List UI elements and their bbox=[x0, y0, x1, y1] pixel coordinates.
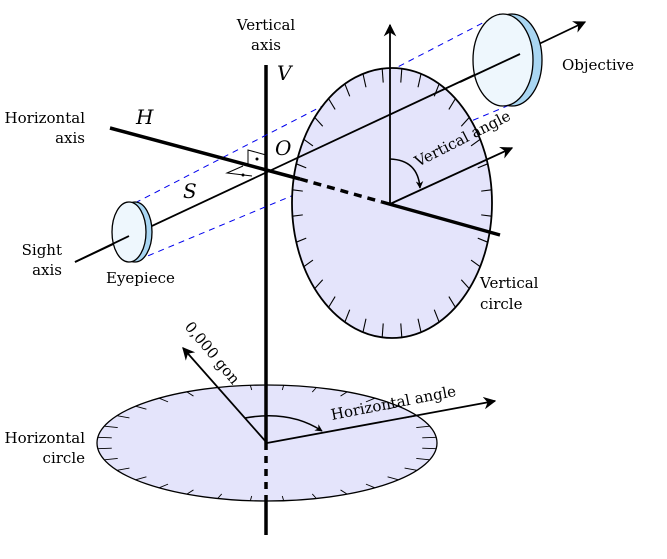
tick-mark bbox=[460, 279, 470, 290]
eyepiece-label: Eyepiece bbox=[106, 269, 175, 287]
vertical-angle-arc bbox=[389, 158, 424, 189]
objective-label: Objective bbox=[562, 56, 634, 74]
o-symbol: O bbox=[275, 136, 291, 160]
tick-mark bbox=[417, 73, 422, 88]
tick-mark bbox=[417, 318, 422, 333]
tick-mark bbox=[433, 309, 440, 323]
tick-mark bbox=[217, 493, 223, 499]
tick-mark bbox=[381, 68, 384, 83]
tick-mark bbox=[104, 458, 118, 461]
horizontal-axis-label: Horizontal bbox=[5, 109, 86, 127]
horizontal-axis-label-2: axis bbox=[55, 129, 85, 147]
horizontal-angle-arrow bbox=[266, 396, 497, 444]
tick-mark bbox=[387, 476, 399, 481]
tick-mark bbox=[365, 483, 376, 489]
tick-mark bbox=[340, 391, 348, 397]
tick-mark bbox=[186, 391, 194, 397]
tick-mark bbox=[404, 467, 418, 471]
tick-mark bbox=[470, 259, 481, 268]
tick-mark bbox=[481, 189, 492, 192]
tick-mark bbox=[104, 425, 118, 428]
tick-mark bbox=[281, 385, 285, 391]
tick-mark bbox=[481, 214, 492, 217]
sight-axis-label-2: axis bbox=[32, 261, 62, 279]
tick-mark bbox=[116, 415, 130, 419]
vertical-angle-arrow bbox=[389, 147, 514, 205]
tick-mark bbox=[158, 397, 169, 403]
tick-mark bbox=[328, 296, 336, 308]
tick-mark bbox=[362, 318, 367, 333]
horizontal-angle-arc bbox=[244, 415, 323, 432]
tick-mark bbox=[158, 483, 169, 489]
tick-mark bbox=[281, 495, 285, 501]
zero-gon-arrow bbox=[182, 347, 268, 444]
tick-mark bbox=[477, 163, 488, 169]
tick-mark bbox=[303, 259, 314, 268]
tick-mark bbox=[416, 458, 430, 461]
tick-mark bbox=[311, 493, 317, 499]
zero-gon-label: 0,000 gon bbox=[181, 318, 244, 388]
tick-mark bbox=[296, 237, 307, 243]
horizontal-circle-ticks bbox=[97, 385, 437, 501]
vertical-circle-label: Vertical bbox=[479, 274, 539, 292]
objective-lens bbox=[459, 13, 543, 107]
tick-mark bbox=[470, 138, 481, 147]
tick-mark bbox=[311, 387, 317, 393]
tick-mark bbox=[448, 98, 456, 110]
right-angle-dot bbox=[241, 173, 245, 177]
tick-mark bbox=[292, 189, 303, 192]
tick-mark bbox=[292, 214, 303, 217]
tick-mark bbox=[135, 405, 147, 410]
right-angle-dot bbox=[255, 157, 259, 161]
tick-mark bbox=[381, 323, 384, 338]
tick-mark bbox=[328, 98, 336, 110]
horizontal-circle-label-2: circle bbox=[43, 449, 86, 467]
tick-mark bbox=[314, 116, 324, 127]
v-symbol: V bbox=[277, 61, 294, 85]
tick-mark bbox=[362, 73, 367, 88]
tick-mark bbox=[344, 83, 351, 97]
right-angle-mark-vertical bbox=[247, 149, 267, 165]
s-symbol: S bbox=[183, 179, 197, 203]
tick-mark bbox=[135, 476, 147, 481]
tick-mark bbox=[344, 309, 351, 323]
sight-axis-label: Sight bbox=[22, 241, 62, 259]
tick-mark bbox=[186, 489, 194, 495]
right-angle-mark-sight bbox=[225, 165, 253, 177]
tick-mark bbox=[460, 116, 470, 127]
vertical-circle-label-2: circle bbox=[480, 295, 523, 313]
tick-mark bbox=[416, 425, 430, 428]
tick-mark bbox=[477, 237, 488, 243]
tick-mark bbox=[249, 495, 253, 501]
tick-mark bbox=[314, 279, 324, 290]
tick-mark bbox=[116, 467, 130, 471]
tick-mark bbox=[365, 397, 376, 403]
tick-mark bbox=[400, 68, 403, 83]
tick-mark bbox=[296, 163, 307, 169]
tick-mark bbox=[400, 323, 403, 338]
tick-mark bbox=[387, 405, 399, 410]
tick-mark bbox=[249, 385, 253, 391]
horizontal-circle-label: Horizontal bbox=[5, 429, 86, 447]
vertical-axis-label-2: axis bbox=[251, 36, 281, 54]
guide-line-top bbox=[134, 13, 501, 204]
h-symbol: H bbox=[135, 105, 154, 129]
tick-mark bbox=[340, 489, 348, 495]
vertical-axis-label: Vertical bbox=[236, 16, 296, 34]
tick-mark bbox=[448, 296, 456, 308]
tick-mark bbox=[303, 138, 314, 147]
eyepiece-lens bbox=[74, 201, 153, 263]
